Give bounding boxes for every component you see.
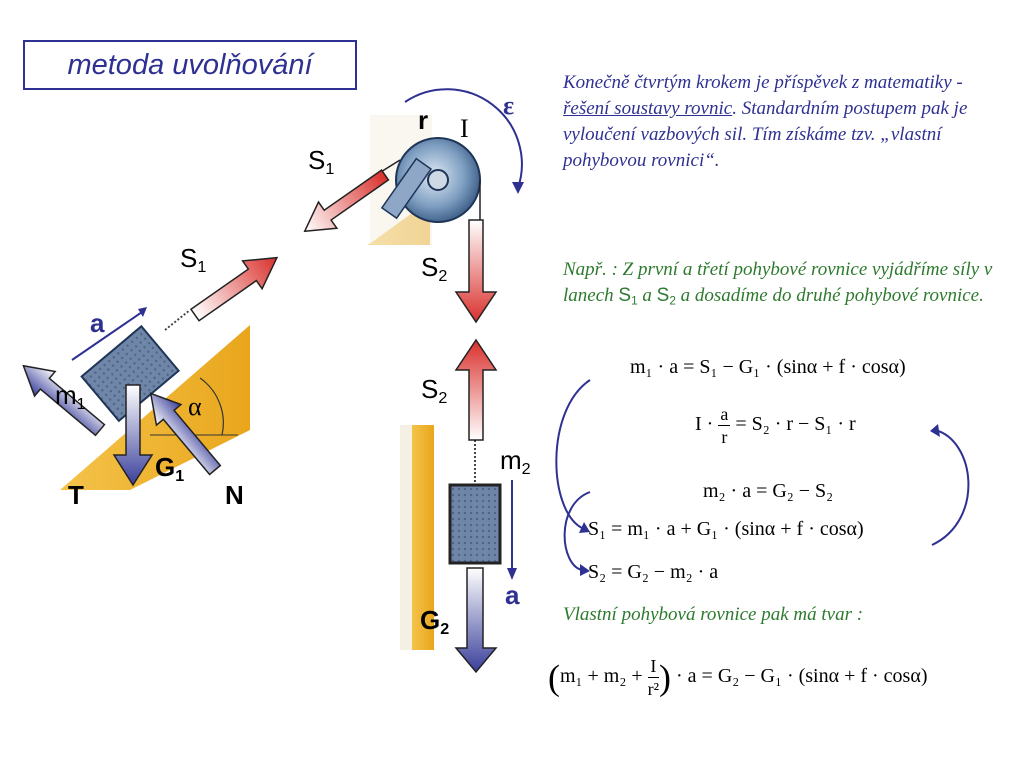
block-m1 xyxy=(80,324,181,423)
equation-5: S₂ = G₂ − m₂ · a xyxy=(588,561,719,583)
accel-arrowhead-right xyxy=(507,568,517,580)
accel-arrow-left xyxy=(71,309,146,361)
wall-m2 xyxy=(412,425,434,650)
arrow-n xyxy=(149,392,222,476)
arrow-s1-mid xyxy=(189,256,279,322)
label-n: N xyxy=(225,480,244,510)
block-m2 xyxy=(448,483,502,565)
label-s1-mid: S1 xyxy=(180,243,207,276)
pulley-hub xyxy=(427,169,449,191)
label-t: T xyxy=(68,480,84,510)
arrowhead-eq2 xyxy=(930,424,940,437)
mechanics-diagram xyxy=(22,88,524,674)
label-s1-top: S1 xyxy=(308,145,335,178)
epsilon-arrowhead xyxy=(512,182,524,194)
alpha-arc xyxy=(199,377,224,436)
page-title: metoda uvolňování xyxy=(67,48,313,81)
label-s2-top: S2 xyxy=(421,252,448,285)
equation-4: S₁ = m₁ · a + G₁ · (sinα + f · cosα) xyxy=(588,518,864,540)
paragraph-final: Vlastní pohybová rovnice pak má tvar : xyxy=(563,604,864,625)
arrow-s1-top xyxy=(303,169,390,233)
label-a-right: a xyxy=(505,580,520,610)
arrow-g1 xyxy=(112,384,154,487)
label-g1: G1 xyxy=(155,452,185,485)
spring-m1 xyxy=(164,309,191,331)
link-solve-system: řešení soustavy rovnic xyxy=(563,98,733,119)
pulley-bracket xyxy=(380,157,433,220)
label-s2-low: S2 xyxy=(421,374,448,407)
arrow-to-eq2 xyxy=(931,429,970,546)
label-moment-inertia: I xyxy=(460,114,469,143)
equation-1: m₁ · a = S₁ − G₁ · (sinα + f · cosα) xyxy=(630,356,906,378)
label-m1: m1 xyxy=(55,380,86,413)
paragraph-example: Např. : Z první a třetí pohybové rovnice… xyxy=(563,259,993,308)
equation-3: m₂ · a = G₂ − S₂ xyxy=(703,480,834,502)
title-box: metoda uvolňování xyxy=(23,40,357,90)
arrow-s2-up xyxy=(454,338,498,441)
label-g2: G2 xyxy=(420,605,450,638)
accel-arrowhead-left xyxy=(138,307,147,317)
label-r: r xyxy=(418,105,429,135)
label-m2: m2 xyxy=(500,445,531,478)
arrow-g2 xyxy=(454,567,498,674)
arrow-eq3-to-eq5 xyxy=(563,491,591,571)
arrow-s2-down xyxy=(454,219,498,324)
wall-m2-light xyxy=(400,425,412,650)
label-a-left: a xyxy=(90,308,105,338)
label-alpha: α xyxy=(188,392,202,421)
label-epsilon: ε xyxy=(503,91,515,120)
arrow-t xyxy=(22,364,106,437)
arrow-eq1-to-eq4 xyxy=(555,379,591,529)
epsilon-arrow xyxy=(404,88,523,189)
paragraph-intro: Konečně čtvrtým krokem je příspěvek z ma… xyxy=(563,72,968,171)
